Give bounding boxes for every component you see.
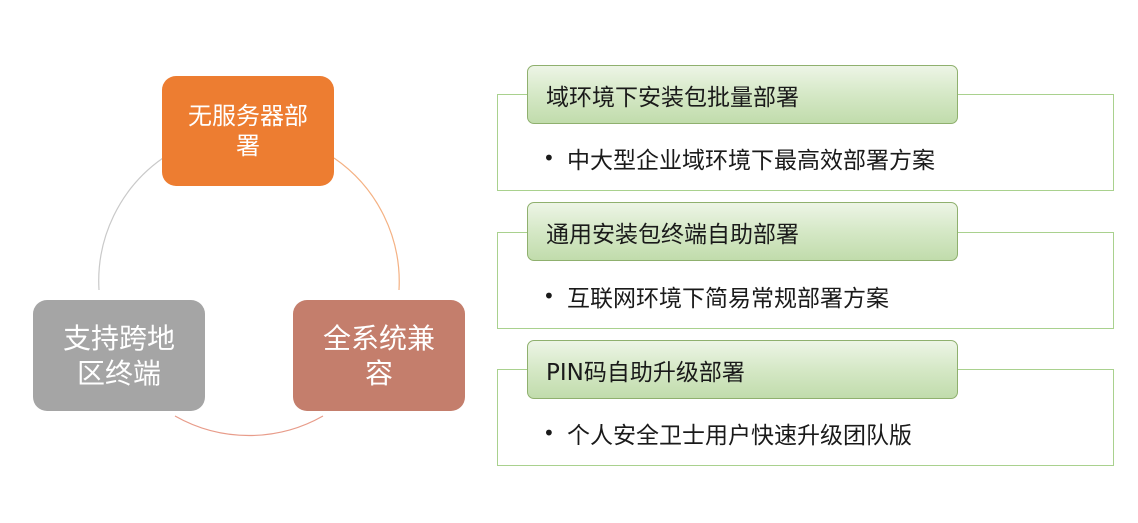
- node-full-compat: 全系统兼 容: [293, 300, 465, 411]
- feature-title-selfservice: 通用安装包终端自助部署: [527, 202, 958, 261]
- node-serverless-line2: 署: [236, 132, 260, 160]
- feature-bullet-pin: • 个人安全卫士用户快速升级团队版: [543, 416, 912, 450]
- bullet-icon: •: [543, 421, 555, 445]
- node-region-line1: 支持跨地: [62, 321, 175, 355]
- node-cross-region: 支持跨地 区终端: [33, 300, 205, 411]
- arc-bottom: [174, 415, 324, 437]
- feature-title-pin-text: PIN码自助升级部署: [546, 359, 745, 386]
- arc-left: [98, 157, 164, 291]
- feature-title-pin: PIN码自助升级部署: [527, 340, 958, 399]
- bullet-icon: •: [543, 284, 555, 308]
- feature-bullet-selfservice: • 互联网环境下简易常规部署方案: [543, 279, 889, 313]
- arc-top-right: [333, 157, 400, 291]
- node-serverless-deploy: 无服务器部 署: [162, 76, 334, 186]
- feature-bullet-pin-text: 个人安全卫士用户快速升级团队版: [567, 423, 912, 449]
- feature-title-domain-text: 域环境下安装包批量部署: [546, 84, 799, 111]
- node-compat-line2: 容: [364, 356, 393, 390]
- node-compat-line1: 全系统兼: [322, 321, 435, 355]
- feature-bullet-domain-text: 中大型企业域环境下最高效部署方案: [567, 148, 935, 174]
- node-region-line2: 区终端: [76, 356, 161, 390]
- bullet-icon: •: [543, 146, 555, 170]
- feature-title-domain: 域环境下安装包批量部署: [527, 65, 958, 124]
- node-serverless-line1: 无服务器部: [188, 102, 308, 130]
- feature-title-selfservice-text: 通用安装包终端自助部署: [546, 221, 799, 248]
- cycle-arrows: [98, 157, 400, 437]
- feature-bullet-selfservice-text: 互联网环境下简易常规部署方案: [567, 286, 889, 312]
- feature-bullet-domain: • 中大型企业域环境下最高效部署方案: [543, 141, 935, 175]
